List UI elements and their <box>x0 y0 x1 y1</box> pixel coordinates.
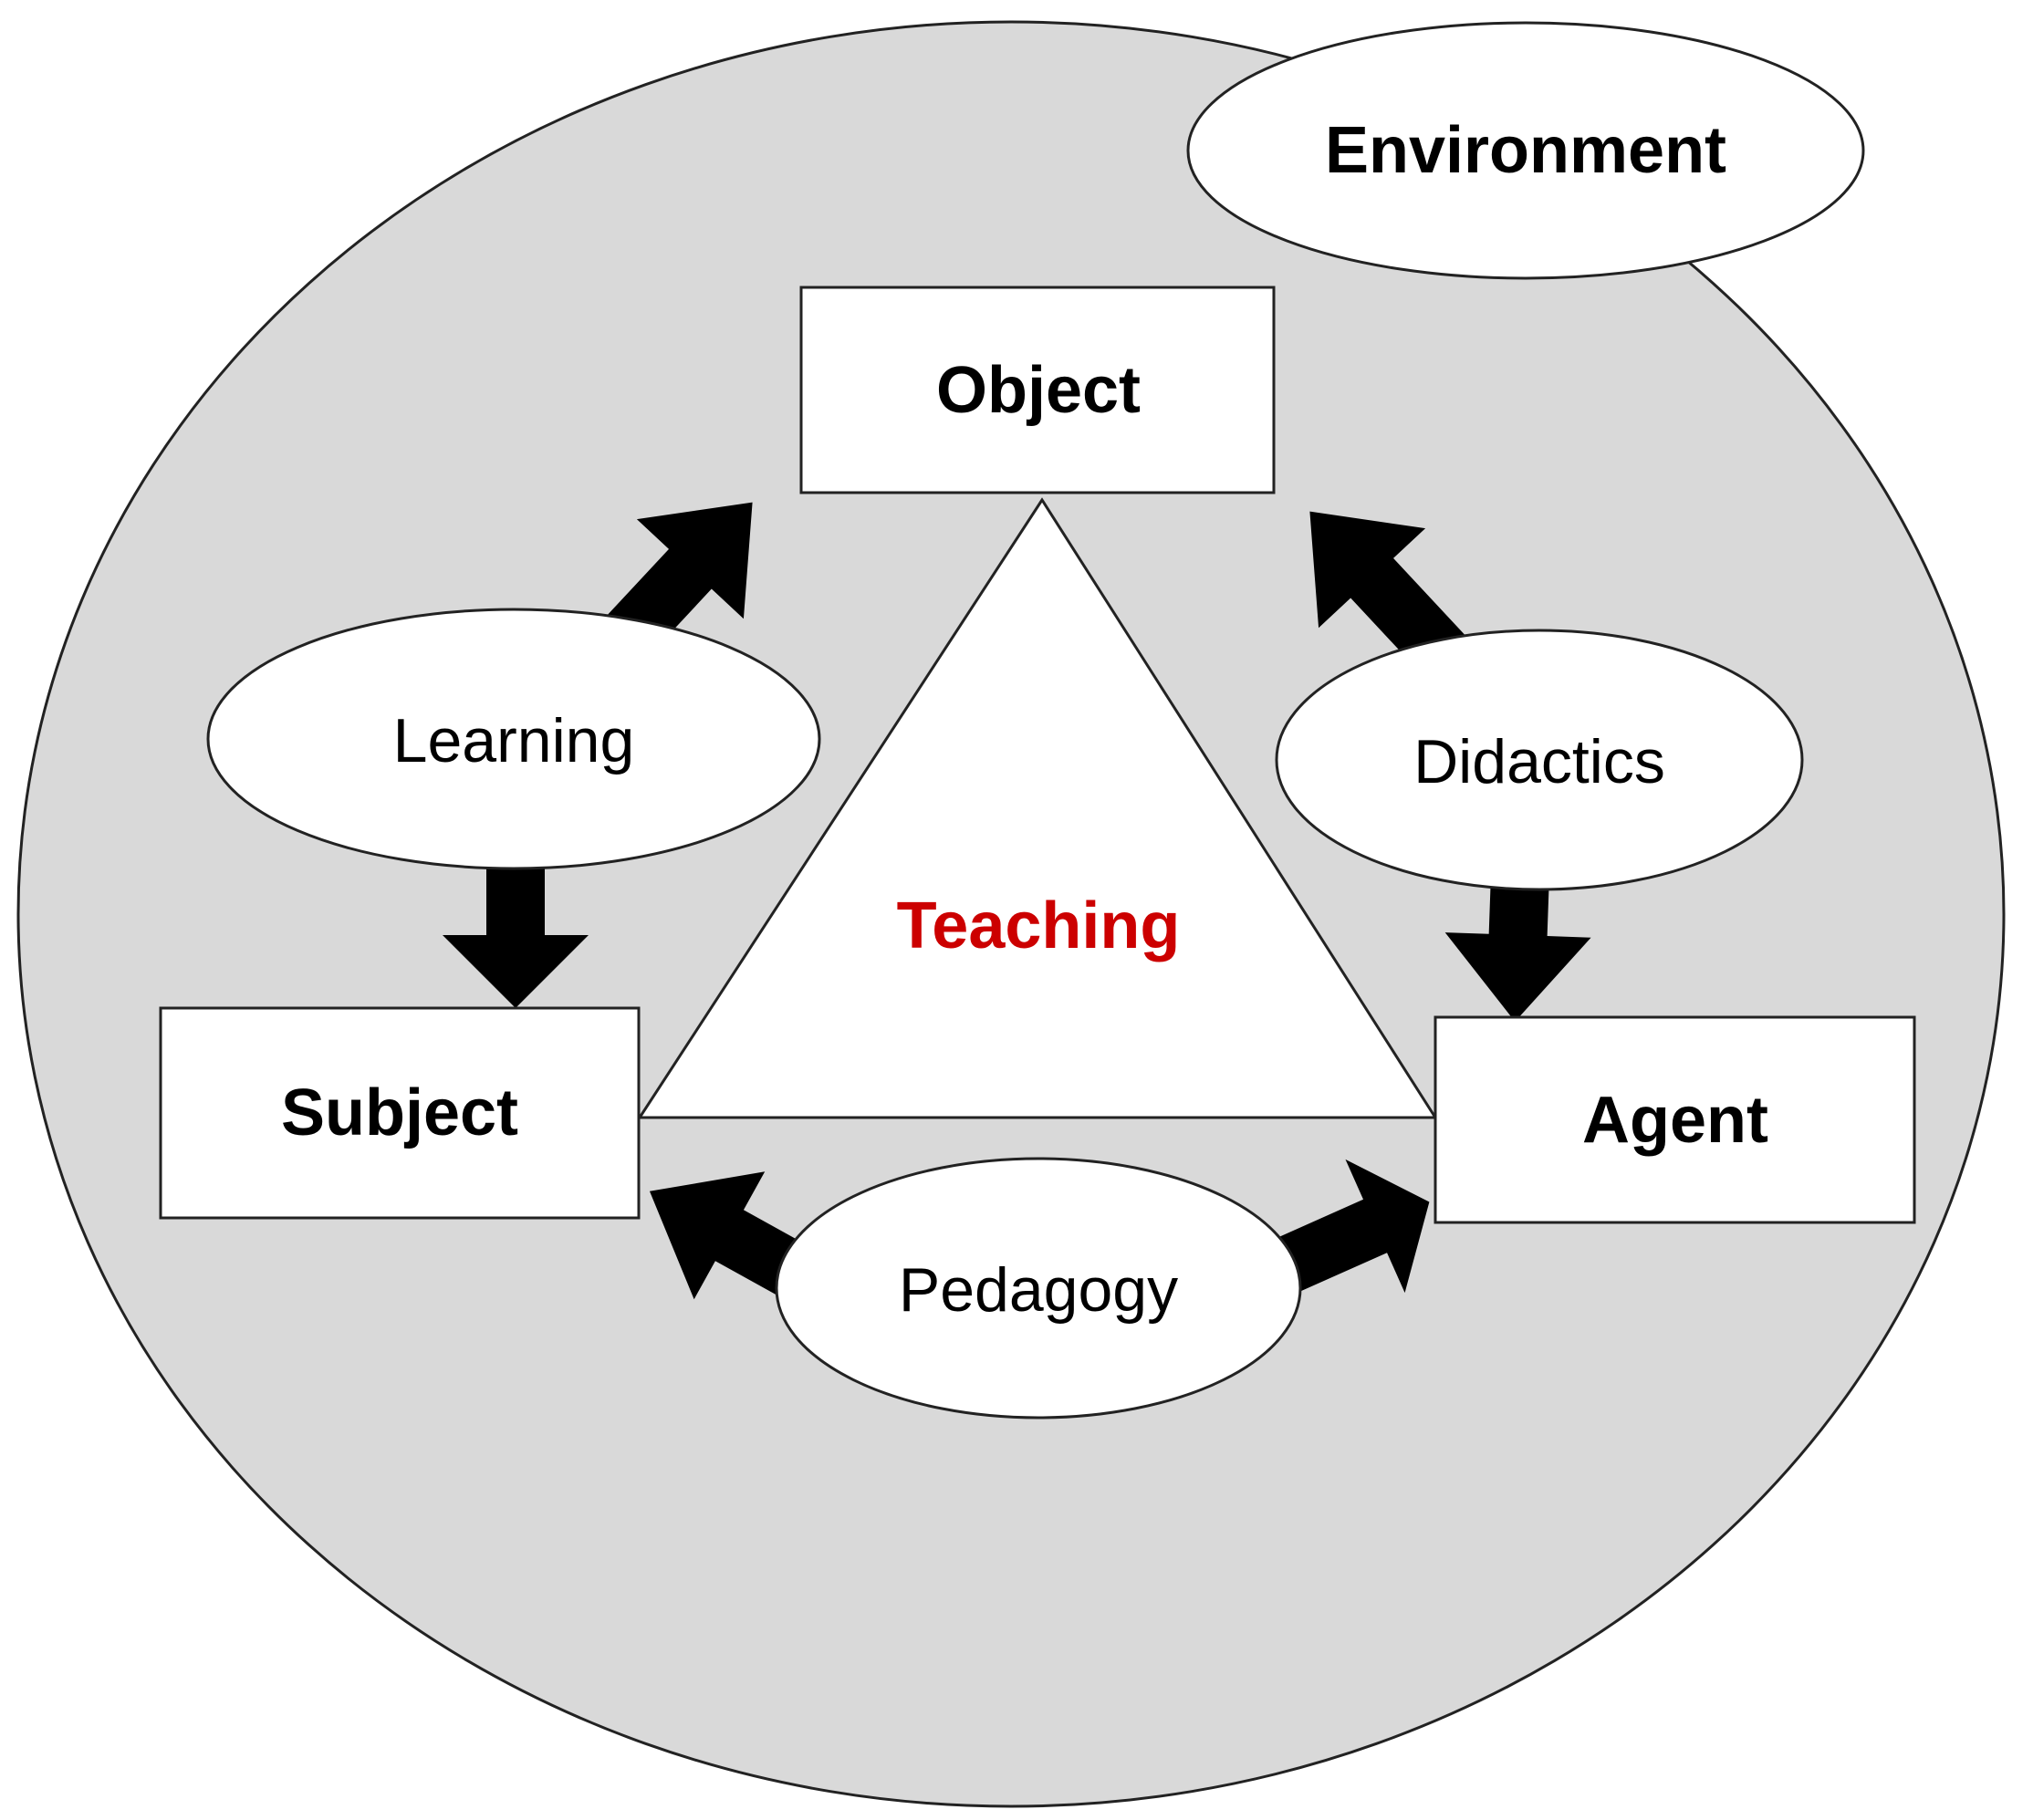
learning-ellipse <box>206 608 821 870</box>
teaching-triangle <box>637 497 1438 1119</box>
pedagogy-label: Pedagogy <box>899 1255 1178 1325</box>
object-box <box>799 286 1276 494</box>
environment-ellipse <box>1186 21 1865 280</box>
object-label: Object <box>936 354 1141 427</box>
didactics-label: Didactics <box>1413 727 1665 796</box>
arrow-learning-to-subject <box>443 821 589 1008</box>
pedagogy-ellipse <box>775 1157 1302 1420</box>
subject-box <box>159 1006 641 1220</box>
agent-label: Agent <box>1582 1084 1768 1157</box>
environment-label: Environment <box>1325 114 1726 187</box>
subject-label: Subject <box>281 1076 518 1149</box>
teaching-label: Teaching <box>897 889 1181 962</box>
arrow-didactics-to-agent <box>1444 819 1591 1022</box>
learning-label: Learning <box>393 706 635 775</box>
didactics-ellipse <box>1275 629 1804 891</box>
agent-box <box>1434 1015 1916 1224</box>
